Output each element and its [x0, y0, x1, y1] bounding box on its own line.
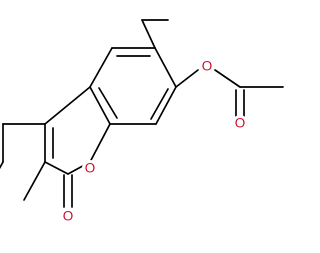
bond-c2-c3 [154, 47, 177, 88]
carbonyl-oxygen-label: O [63, 209, 74, 224]
bond-c6a-c7 [23, 161, 46, 201]
acetyl-oxygen-label: O [235, 116, 246, 131]
bond-c9-c8 [0, 161, 4, 170]
ethyl-group [141, 19, 169, 49]
bond-c4a-c10b-inner [98, 87, 118, 119]
bond-c10b-c1 [89, 47, 113, 88]
bond-c3-c4 [155, 86, 177, 125]
bond-c4a-ring-oxygen [89, 123, 111, 163]
carbonyl-group [63, 174, 73, 208]
ring-oxygen-label: O [85, 161, 96, 176]
bond-c3-ester-oxygen [175, 69, 199, 88]
cyclohexene-ring [0, 123, 46, 201]
bond-c4a-c10b [89, 86, 111, 125]
molecule-structure: O O O O [0, 19, 284, 224]
ester-oxygen-label: O [202, 59, 213, 74]
bond-c3-c4-inner [150, 88, 169, 120]
bond-c10a-c10b [44, 86, 91, 125]
bond-c6-c6a [44, 161, 69, 175]
atom-labels: O O O O [60, 58, 248, 224]
bond-ring-ethyl-ch2 [141, 19, 156, 49]
lactone-ring [44, 86, 111, 175]
benzene-ring [89, 47, 177, 125]
bond-ester-oxygen-carbonyl-c [214, 69, 241, 88]
acetate-group [175, 69, 284, 118]
